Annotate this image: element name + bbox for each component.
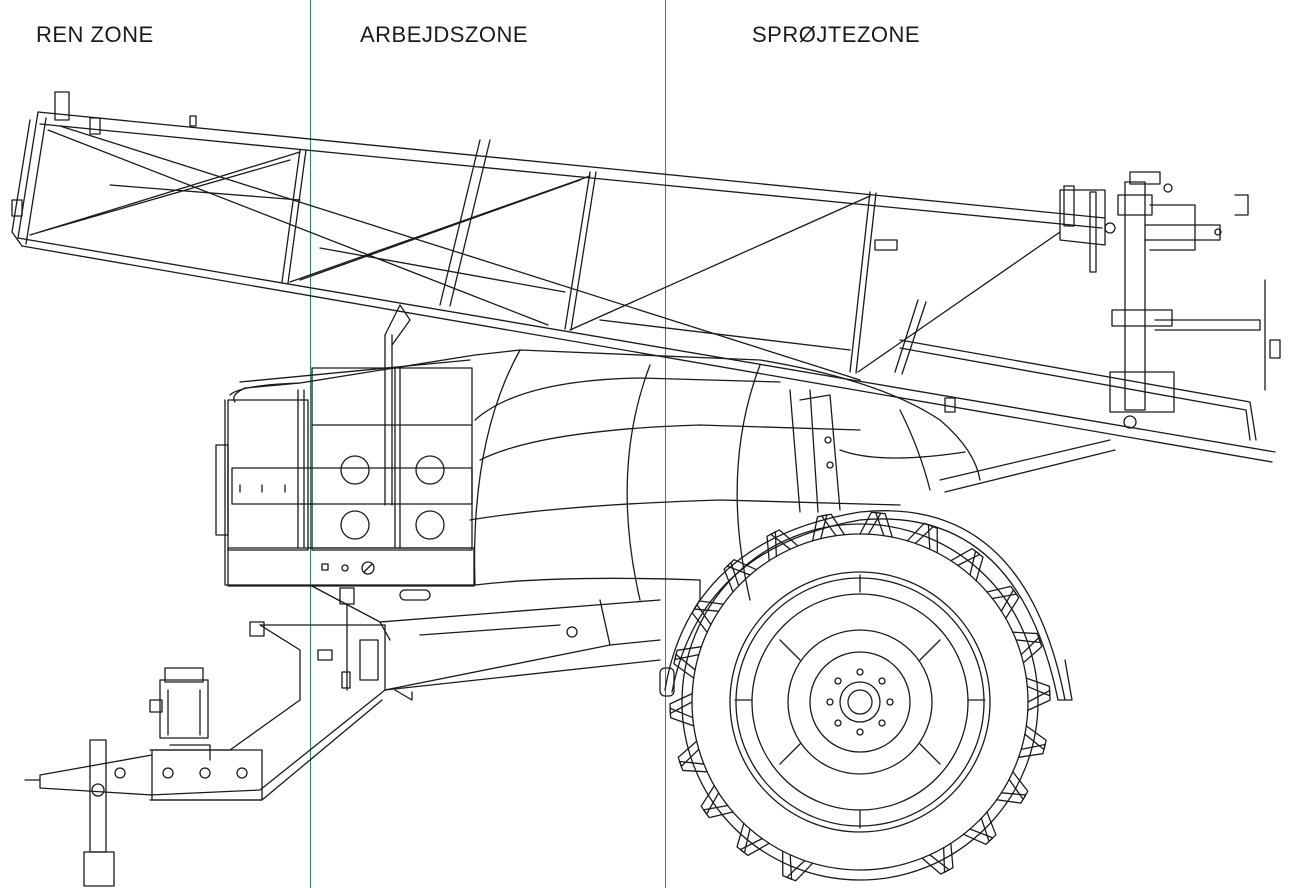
tread-lug: [678, 741, 699, 766]
tread-lug: [783, 851, 792, 879]
tread-lug: [964, 829, 993, 844]
hitch-assembly: [25, 668, 262, 886]
tire-tread: [670, 512, 1050, 880]
tread-lug: [822, 514, 845, 535]
tread-lug: [860, 512, 881, 534]
tread-lug: [876, 513, 892, 537]
zone-label-spray: SPRØJTEZONE: [752, 22, 921, 47]
main-tank: [225, 350, 980, 600]
zone-divider-line: [665, 0, 666, 888]
tread-lug: [1001, 590, 1018, 618]
tread-lug: [670, 694, 692, 714]
tread-lug: [701, 786, 718, 814]
zone-label-work: ARBEJDSZONE: [360, 22, 529, 47]
tread-lug: [1026, 678, 1050, 696]
tread-lug: [997, 793, 1026, 803]
tread-lug: [727, 560, 756, 575]
boom-rear-rail: [900, 340, 1256, 440]
zone-divider-line: [310, 0, 311, 888]
tread-lug: [694, 601, 723, 611]
tread-lug: [1019, 745, 1046, 758]
axle-support: [790, 390, 1115, 512]
work-platform: [216, 305, 474, 586]
boom-frame: [12, 92, 1275, 462]
tread-lug: [970, 551, 983, 580]
tread-lug: [928, 525, 937, 553]
tread-lug: [737, 823, 750, 852]
tread-lug: [675, 647, 702, 660]
zone-label-clean: REN ZONE: [36, 22, 154, 47]
chassis-frame: [150, 585, 660, 800]
tread-lug: [771, 530, 798, 549]
tread-lug: [1028, 691, 1050, 711]
boom-lift-mast: [1110, 172, 1280, 412]
tread-lug: [1021, 638, 1042, 663]
tread-lug: [922, 855, 949, 874]
